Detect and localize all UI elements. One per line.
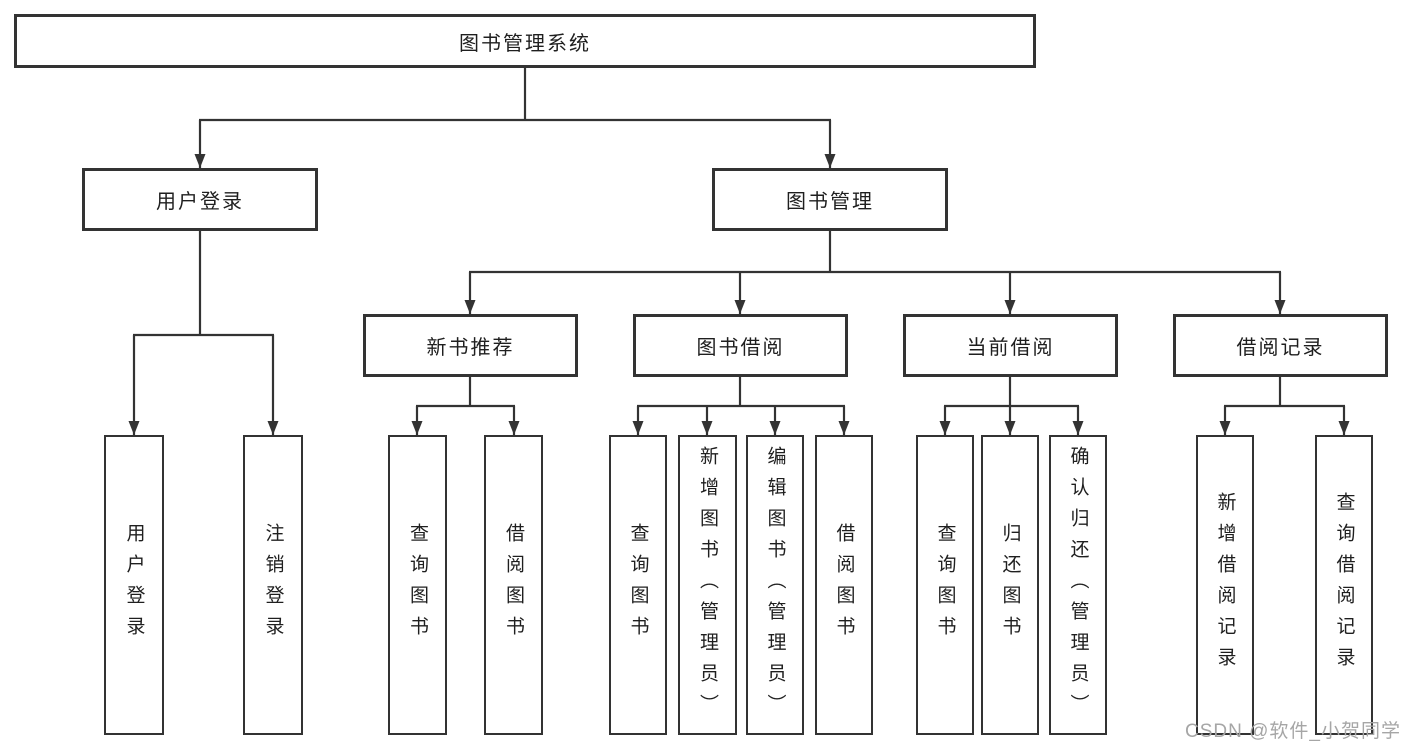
node-label: 借阅图书	[503, 523, 524, 647]
node-book-management: 图书管理	[712, 168, 948, 231]
node-leaf-borrow-books: 借阅图书	[815, 435, 873, 735]
node-leaf-query-books-current: 查询图书	[916, 435, 974, 735]
node-label: 新增借阅记录	[1214, 492, 1236, 678]
node-leaf-user-login: 用户登录	[104, 435, 164, 735]
node-leaf-add-borrow-record: 新增借阅记录	[1196, 435, 1254, 735]
node-label: 新书推荐	[426, 337, 515, 359]
node-label: 查询图书	[407, 523, 428, 647]
node-label: 图书借阅	[696, 337, 785, 359]
node-label: 图书管理	[786, 191, 874, 213]
node-borrow-records: 借阅记录	[1173, 314, 1388, 377]
node-leaf-add-book-admin: 新增图书（管理员）	[678, 435, 737, 735]
node-label: 查询图书	[934, 523, 956, 647]
node-leaf-edit-book-admin: 编辑图书（管理员）	[746, 435, 804, 735]
node-leaf-borrow-books-recommend: 借阅图书	[484, 435, 543, 735]
node-root-label: 图书管理系统	[459, 32, 591, 55]
node-label: 查询图书	[627, 523, 649, 647]
node-book-borrow: 图书借阅	[633, 314, 848, 377]
node-label: 新增图书（管理员）	[697, 445, 718, 725]
node-label: 查询借阅记录	[1333, 492, 1355, 678]
node-leaf-query-books-borrow: 查询图书	[609, 435, 667, 735]
node-current-borrow: 当前借阅	[903, 314, 1118, 377]
node-label: 当前借阅	[966, 337, 1055, 359]
node-root: 图书管理系统	[14, 14, 1036, 68]
node-label: 借阅图书	[833, 523, 855, 647]
node-label: 确认归还（管理员）	[1067, 445, 1089, 725]
node-label: 用户登录	[123, 523, 145, 647]
node-label: 归还图书	[999, 523, 1021, 647]
node-user-login: 用户登录	[82, 168, 318, 231]
node-leaf-query-borrow-record: 查询借阅记录	[1315, 435, 1373, 735]
node-new-book-recommend: 新书推荐	[363, 314, 578, 377]
node-leaf-logout: 注销登录	[243, 435, 303, 735]
node-label: 注销登录	[262, 523, 284, 647]
node-leaf-confirm-return-admin: 确认归还（管理员）	[1049, 435, 1107, 735]
node-label: 编辑图书（管理员）	[764, 445, 786, 725]
node-leaf-return-book: 归还图书	[981, 435, 1039, 735]
node-leaf-query-books-recommend: 查询图书	[388, 435, 447, 735]
node-label: 借阅记录	[1236, 337, 1325, 359]
node-label: 用户登录	[156, 191, 244, 213]
csdn-watermark: CSDN @软件_小贺同学	[1185, 721, 1401, 742]
